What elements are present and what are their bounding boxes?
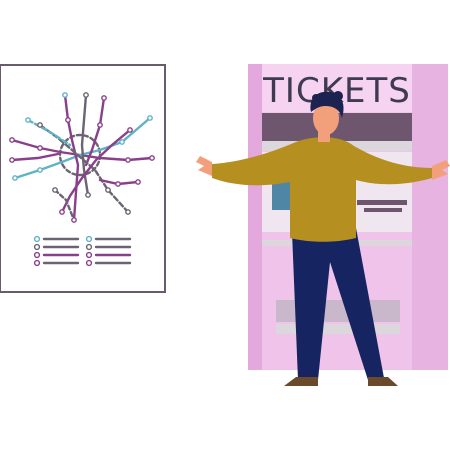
sweater — [212, 137, 432, 242]
transit-map-poster — [0, 64, 166, 293]
left-hand — [196, 156, 212, 176]
map-legend — [33, 235, 132, 267]
right-shoe — [368, 377, 398, 386]
transit-map-icon — [9, 92, 155, 223]
pants — [292, 228, 384, 380]
left-shoe — [284, 377, 318, 386]
person-icon — [196, 91, 450, 386]
face — [313, 101, 339, 135]
right-hand — [432, 160, 450, 180]
